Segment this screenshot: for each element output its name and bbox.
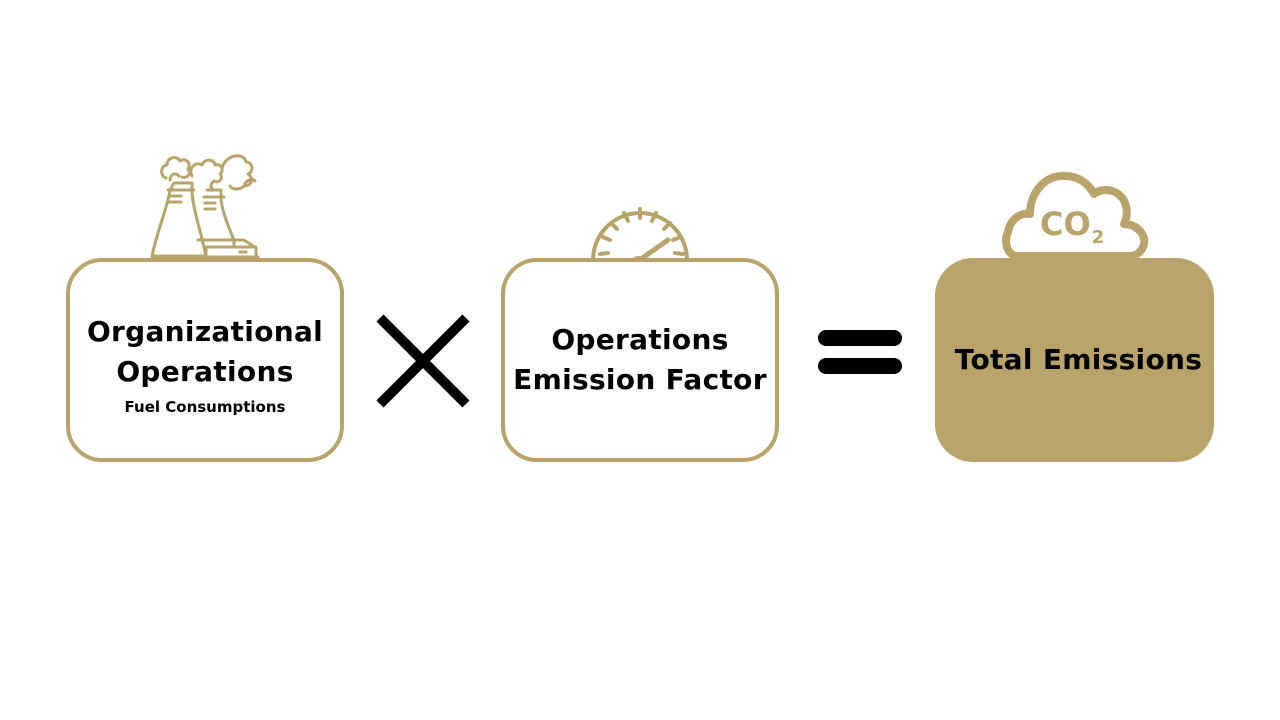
co2-label: CO2 [1040, 204, 1104, 250]
total-emissions-title: Total Emissions [954, 343, 1203, 376]
organizational-operations-box: Organizational Operations Fuel Consumpti… [66, 258, 344, 462]
emission-factor-title: Operations Emission Factor [513, 320, 767, 400]
organizational-operations-title-line1: Organizational [86, 315, 324, 348]
emission-factor-title-line2: Emission Factor [513, 363, 767, 396]
emission-factor-title-line1: Operations [551, 323, 729, 356]
organizational-operations-title: Organizational Operations [87, 312, 323, 392]
total-emissions-box: Total Emissions [935, 258, 1214, 462]
co2-cloud-icon [1002, 171, 1149, 260]
factory-icon [150, 154, 260, 259]
multiply-icon [376, 314, 470, 408]
emission-factor-box: Operations Emission Factor [501, 258, 779, 462]
co2-label-subscript: 2 [1091, 227, 1105, 248]
equals-icon [818, 330, 902, 374]
organizational-operations-title-line2: Operations [116, 355, 294, 388]
co2-label-main: CO [1040, 205, 1091, 243]
fuel-consumptions-subtitle: Fuel Consumptions [124, 398, 286, 416]
